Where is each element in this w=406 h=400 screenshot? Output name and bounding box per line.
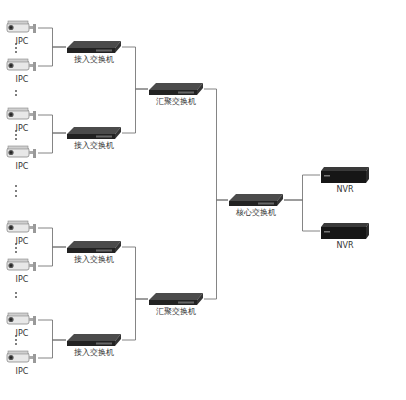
ipc-camera-icon <box>6 220 38 236</box>
ipc-camera-icon <box>6 20 38 36</box>
core-switch: 核心交换机 <box>228 193 284 218</box>
ipc-camera: IPC <box>6 350 38 377</box>
device-label: 核心交换机 <box>236 208 276 218</box>
device-label: IPC <box>16 37 29 47</box>
network-link <box>122 299 148 340</box>
device-label: 接入交换机 <box>74 348 114 358</box>
core-switch-icon <box>228 193 284 207</box>
aggregation-switch-icon <box>148 292 204 306</box>
ipc-camera: IPC <box>6 20 38 47</box>
network-link <box>38 228 66 247</box>
ipc-camera: IPC <box>6 58 38 85</box>
network-link <box>38 47 66 66</box>
device-label: IPC <box>16 75 29 85</box>
ipc-camera: IPC <box>6 145 38 172</box>
ipc-camera-icon <box>6 58 38 74</box>
access-switch-icon <box>66 333 122 347</box>
device-label: 汇聚交换机 <box>156 307 196 317</box>
device-label: IPC <box>16 367 29 377</box>
access-switch: 接入交换机 <box>66 126 122 151</box>
ipc-camera-icon <box>6 258 38 274</box>
access-switch-icon <box>66 240 122 254</box>
network-link <box>38 28 66 47</box>
device-label: 接入交换机 <box>74 141 114 151</box>
device-label: IPC <box>16 237 29 247</box>
device-label: 接入交换机 <box>74 255 114 265</box>
network-link <box>38 133 66 153</box>
aggregation-switch: 汇聚交换机 <box>148 292 204 317</box>
aggregation-switch: 汇聚交换机 <box>148 82 204 107</box>
network-link <box>204 89 228 200</box>
ipc-camera-icon <box>6 107 38 123</box>
nvr-recorder: NVR <box>320 166 370 195</box>
ipc-camera: IPC <box>6 258 38 285</box>
network-link <box>204 200 228 299</box>
device-label: 汇聚交换机 <box>156 97 196 107</box>
device-label: 接入交换机 <box>74 55 114 65</box>
ipc-camera-icon <box>6 145 38 161</box>
network-link <box>122 89 148 133</box>
network-link <box>38 115 66 133</box>
access-switch: 接入交换机 <box>66 40 122 65</box>
access-switch-icon <box>66 126 122 140</box>
network-link <box>284 175 320 200</box>
access-switch: 接入交换机 <box>66 333 122 358</box>
device-label: IPC <box>16 329 29 339</box>
ipc-camera: IPC <box>6 220 38 247</box>
device-label: IPC <box>16 275 29 285</box>
nvr-recorder-icon <box>320 222 370 240</box>
network-link <box>38 340 66 358</box>
access-switch: 接入交换机 <box>66 240 122 265</box>
aggregation-switch-icon <box>148 82 204 96</box>
nvr-recorder-icon <box>320 166 370 184</box>
access-switch-icon <box>66 40 122 54</box>
ipc-camera: IPC <box>6 312 38 339</box>
device-label: NVR <box>336 185 353 195</box>
network-link <box>38 320 66 340</box>
network-link <box>122 247 148 299</box>
device-label: IPC <box>16 162 29 172</box>
device-label: IPC <box>16 124 29 134</box>
device-label: NVR <box>336 241 353 251</box>
network-link <box>122 47 148 89</box>
ipc-camera-icon <box>6 312 38 328</box>
nvr-recorder: NVR <box>320 222 370 251</box>
network-link <box>284 200 320 231</box>
ipc-camera-icon <box>6 350 38 366</box>
ipc-camera: IPC <box>6 107 38 134</box>
network-link <box>38 247 66 266</box>
